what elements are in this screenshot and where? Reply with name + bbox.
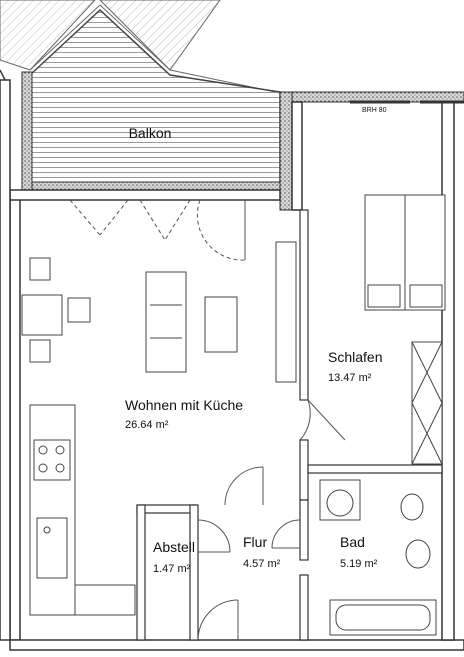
label-abstell: Abstell bbox=[153, 539, 195, 555]
chair bbox=[29, 339, 51, 363]
chair bbox=[29, 257, 51, 281]
label-bad: Bad bbox=[340, 534, 365, 550]
bidet bbox=[405, 539, 431, 569]
outer-walls bbox=[0, 69, 464, 651]
labels: Balkon Wohnen mit Küche 26.64 m² Schlafe… bbox=[125, 107, 387, 575]
bedroom-furniture bbox=[364, 194, 446, 465]
label-wohnen: Wohnen mit Küche bbox=[125, 397, 243, 413]
bathroom-fixtures bbox=[319, 479, 437, 636]
area-abstell: 1.47 m² bbox=[153, 563, 191, 575]
area-wohnen: 26.64 m² bbox=[125, 419, 169, 431]
living-furniture bbox=[21, 241, 297, 383]
toilet bbox=[400, 493, 424, 521]
roof-area bbox=[0, 0, 291, 96]
label-balkon: Balkon bbox=[129, 125, 172, 141]
sideboard bbox=[275, 241, 297, 383]
sofa bbox=[145, 271, 187, 373]
balcony bbox=[21, 8, 464, 211]
dining-table bbox=[21, 294, 63, 336]
area-schlafen: 13.47 m² bbox=[328, 372, 372, 384]
kitchen bbox=[29, 404, 136, 616]
label-schlafen: Schlafen bbox=[328, 349, 382, 365]
coffee-table bbox=[204, 296, 238, 353]
balcony-doors bbox=[69, 199, 246, 261]
chair bbox=[67, 297, 91, 323]
sink bbox=[36, 517, 68, 579]
area-flur: 4.57 m² bbox=[243, 558, 281, 570]
window-sill-label: BRH 80 bbox=[362, 107, 387, 114]
label-flur: Flur bbox=[243, 534, 267, 550]
area-bad: 5.19 m² bbox=[340, 558, 378, 570]
interior-walls bbox=[136, 209, 443, 641]
door-swings bbox=[197, 399, 346, 641]
wardrobe bbox=[411, 341, 443, 465]
